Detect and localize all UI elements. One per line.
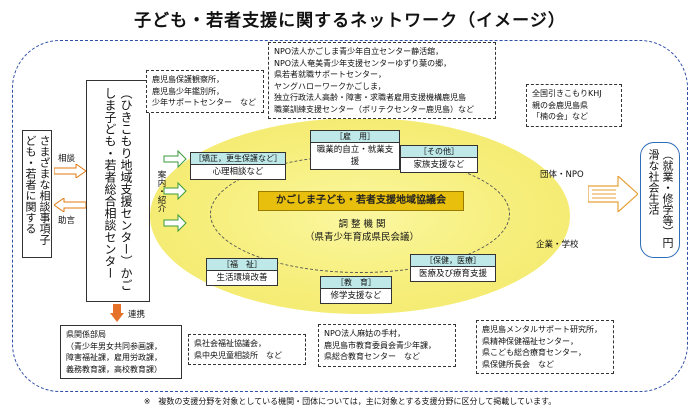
liaison-arrow — [110, 304, 124, 322]
org-line: 親の会鹿児島県 — [532, 100, 588, 110]
org-line: 全国引きこもりKHJ — [532, 89, 602, 98]
org-line: 「楠の会」など — [532, 112, 588, 121]
org-line: （青少年男女共同参画課， — [66, 341, 162, 351]
category-tag: ［福 祉］ — [207, 259, 277, 271]
org-line: NPO法人かごしま青少年自立センター静活舘， — [274, 47, 444, 56]
org-line: 独立行政法人高齢・障害・求職者雇用支援機構鹿児島 — [274, 93, 466, 102]
category-tag: ［保健，医療］ — [411, 255, 495, 267]
category-tag: ［矯正，更生保護など］ — [191, 153, 285, 165]
category-welfare: ［福 祉］ 生活環境改善 — [206, 258, 278, 286]
category-tag: ［雇 用］ — [311, 131, 399, 143]
referral-label: 案内・紹介 — [156, 170, 166, 213]
org-box-welfare: 県社会福祉協議会， 県中央児童相談所 など — [188, 334, 306, 365]
org-line: 県精神保健福祉センター， — [482, 336, 578, 346]
category-health: ［保健，医療］ 医療及び療育支援 — [410, 254, 496, 282]
category-body: 生活環境改善 — [207, 271, 277, 285]
category-body: 修学支援など — [321, 289, 391, 303]
org-line: 鹿児島保護観察所， — [152, 75, 224, 84]
category-body: 職業的自立・就業支援 — [311, 143, 399, 169]
org-box-health: 鹿児島メンタルサポート研究所， 県精神保健福祉センター， 県こども総合療育センタ… — [476, 320, 614, 374]
referral-arrows — [163, 149, 187, 233]
org-line: 義務教育課，高校教育課） — [66, 364, 162, 374]
coordinating-body: 調 整 機 関 （県青少年育成県民会議） — [292, 218, 432, 244]
org-box-correction: 鹿児島保護観察所， 鹿児島少年鑑別所， 少年サポートセンター など — [146, 70, 264, 113]
npo-label: 団体・NPO — [540, 170, 584, 180]
page-title: 子ども・若者支援に関するネットワーク（イメージ） — [134, 11, 566, 31]
goal-text: （就業・修学等）円滑な社会生活 — [647, 149, 674, 248]
consult-arrow-label: 相談 — [58, 154, 76, 164]
company-school-label: 企業・学校 — [536, 240, 579, 250]
org-box-education: NPO法人麻姑の手村， 鹿児島市教育委員会青少年課， 県総合教育センター など — [318, 324, 456, 367]
advice-arrow — [54, 198, 86, 212]
category-other: ［その他］ 家族支援など — [400, 145, 478, 173]
org-line: 県若者就職サポートセンター， — [274, 70, 386, 79]
org-line: 職業訓練支援センター（ポリテクセンター鹿児島）など — [274, 104, 474, 114]
coordinating-body-title: 調 整 機 関 — [338, 219, 386, 230]
org-line: 鹿児島市教育委員会青少年課， — [324, 340, 436, 350]
category-education: ［教 育］ 修学支援など — [320, 276, 392, 304]
org-line: 少年サポートセンター など — [152, 98, 256, 107]
category-body: 家族支援など — [401, 158, 477, 172]
org-box-prefecture: 県関係部局 （青少年男女共同参画課， 障害福祉課，雇用労政課， 義務教育課，高校… — [60, 325, 182, 379]
org-line: 障害福祉課，雇用労政課， — [66, 353, 162, 362]
category-correction: ［矯正，更生保護など］ 心理相談など — [190, 152, 286, 180]
category-tag: ［教 育］ — [321, 277, 391, 289]
org-box-other: 全国引きこもりKHJ 親の会鹿児島県 「楠の会」など — [526, 84, 622, 127]
category-body: 医療及び療育支援 — [411, 267, 495, 281]
org-line: NPO法人奄美青少年支援センターゆずり葉の郷， — [274, 58, 452, 68]
footnote: ※ 複数の支援分野を対象としている機関・団体については，主に対象とする支援分野に… — [143, 397, 557, 406]
org-line: 県こども総合療育センター， — [482, 348, 586, 357]
org-line: ヤングハローワークかごしま， — [274, 81, 386, 91]
org-line: 県社会福祉協議会， — [194, 339, 266, 348]
consultation-topics-box: さまざまな相談事項子ども・若者に関する — [22, 130, 52, 258]
consultation-center-text: （ひきこもり地域支援センター）かごしま子ども・若者総合相談センター — [103, 87, 133, 291]
consultation-topics-text: さまざまな相談事項子ども・若者に関する — [24, 135, 51, 245]
org-line: 県中央児童相談所 など — [194, 350, 282, 360]
advice-arrow-label: 助言 — [58, 216, 76, 226]
consultation-center-box: （ひきこもり地域支援センター）かごしま子ども・若者総合相談センター — [86, 80, 150, 302]
org-line: NPO法人麻姑の手村， — [324, 329, 406, 338]
org-line: 鹿児島少年鑑別所， — [152, 86, 224, 96]
regional-council-label: かごしま子ども・若者支援地域協議会 — [258, 191, 464, 211]
consult-arrow — [54, 164, 86, 178]
liaison-label: 連携 — [128, 310, 146, 320]
coordinating-body-sub: （県青少年育成県民会議） — [304, 232, 419, 243]
category-tag: ［その他］ — [401, 146, 477, 158]
network-outer-frame — [12, 40, 688, 392]
org-line: 県関係部局 — [66, 330, 106, 339]
org-line: 県保健所長会 など — [482, 359, 554, 369]
category-employment: ［雇 用］ 職業的自立・就業支援 — [310, 130, 400, 170]
org-box-employment: NPO法人かごしま青少年自立センター静活舘， NPO法人奄美青少年支援センターゆ… — [268, 42, 496, 119]
org-line: 鹿児島メンタルサポート研究所， — [482, 325, 602, 334]
outcome-arrow — [588, 176, 638, 212]
category-body: 心理相談など — [191, 165, 285, 179]
goal-box: （就業・修学等）円滑な社会生活 — [640, 142, 680, 258]
org-line: 県総合教育センター など — [324, 352, 420, 361]
